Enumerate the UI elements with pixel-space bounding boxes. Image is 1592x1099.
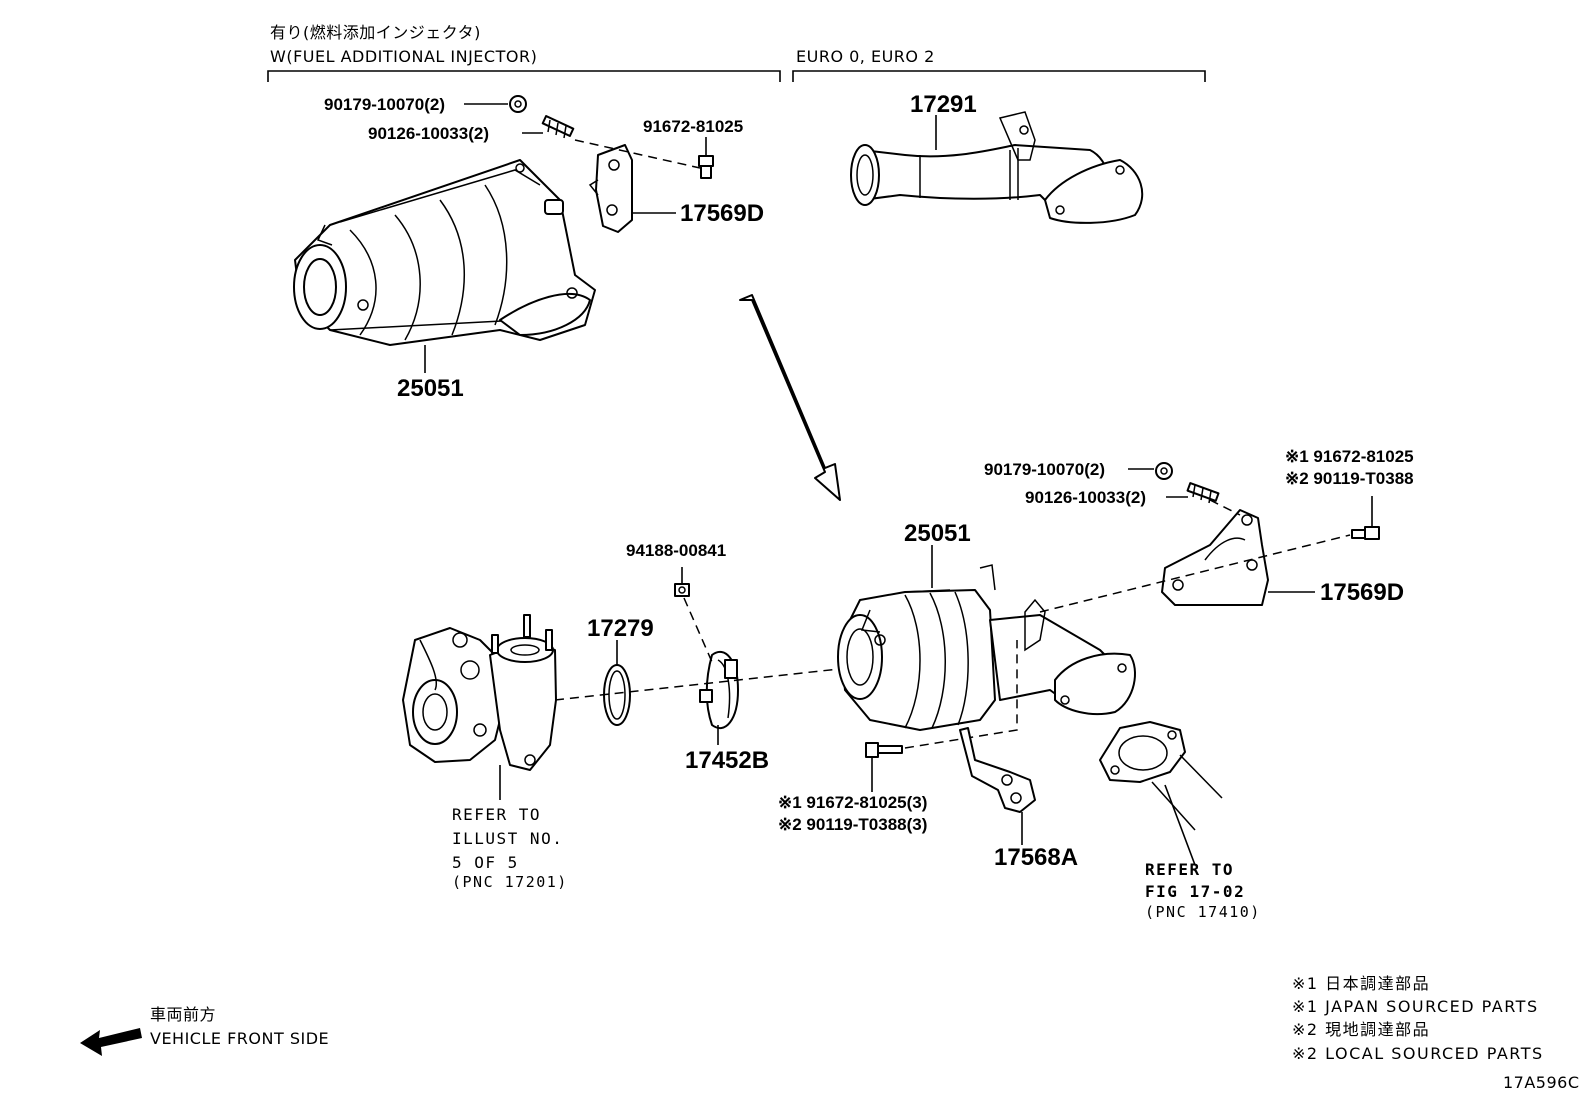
pipe-ref-line3: (PNC 17410) [1145, 903, 1261, 921]
label-bottom-stud: 90126-10033(2) [1025, 488, 1146, 507]
turbo-ref-line1: REFER TO [452, 805, 541, 824]
lower-bolt-drawing [865, 742, 903, 758]
clamp-drawing [699, 650, 739, 730]
note-1-en: ※1 JAPAN SOURCED PARTS [1292, 997, 1539, 1016]
note-2-en: ※2 LOCAL SOURCED PARTS [1292, 1044, 1544, 1063]
bottom-nut-drawing [1155, 462, 1173, 480]
header-bracket-right [792, 70, 1206, 82]
pipe-ref-line1: REFER TO [1145, 860, 1234, 879]
turbo-drawing [402, 614, 557, 771]
label-bottom-bolt-opt2: ※2 90119-T0388 [1285, 469, 1414, 488]
header-left-en: W(FUEL ADDITIONAL INJECTOR) [270, 47, 537, 66]
header-left-jp: 有り(燃料添加インジェクタ) [270, 23, 481, 42]
label-bottom-bolt-opt1: ※1 91672-81025 [1285, 447, 1414, 466]
front-label-en: VEHICLE FRONT SIDE [150, 1029, 329, 1048]
front-arrow-icon [80, 1028, 142, 1056]
label-clamp-nut: 94188-00841 [626, 541, 726, 560]
label-clamp: 17452B [685, 747, 769, 774]
front-label-jp: 車両前方 [150, 1005, 216, 1024]
figure-code: 17A596C [1503, 1073, 1580, 1092]
lower-bolt-dash [904, 640, 1018, 749]
gasket-ring-drawing [603, 664, 631, 726]
top-bolt-drawing [698, 155, 714, 179]
stay-drawing [959, 727, 1036, 813]
label-bottom-nut: 90179-10070(2) [984, 460, 1105, 479]
bottom-stud-drawing [1186, 482, 1220, 504]
top-converter-drawing [293, 159, 596, 346]
label-stay: 17568A [994, 844, 1078, 871]
label-lower-bolt-opt1: ※1 91672-81025(3) [778, 793, 927, 812]
bottom-stud-dash [1209, 499, 1241, 516]
label-top-bolt: 91672-81025 [643, 117, 743, 136]
label-bottom-bracket: 17569D [1320, 579, 1404, 606]
top-nut-drawing [509, 95, 527, 113]
centerline-dash [554, 667, 849, 701]
label-bottom-converter: 25051 [904, 520, 971, 547]
turbo-ref-line3: 5 OF 5 [452, 853, 519, 872]
pipe-gasket-leader [1164, 784, 1196, 866]
note-1-jp: ※1 日本調達部品 [1292, 974, 1430, 993]
pipe-ref-line2: FIG 17-02 [1145, 882, 1245, 901]
clamp-nut-dash [683, 597, 713, 663]
label-lower-bolt-opt2: ※2 90119-T0388(3) [778, 815, 927, 834]
bottom-converter-drawing [837, 564, 1136, 731]
bottom-bracket-drawing [1161, 509, 1269, 606]
top-bracket-drawing [588, 144, 633, 233]
top-stud-drawing [541, 115, 575, 139]
label-top-stud: 90126-10033(2) [368, 124, 489, 143]
direction-arrow [739, 294, 841, 501]
bracket-dash-line [1039, 534, 1351, 613]
note-2-jp: ※2 現地調達部品 [1292, 1020, 1430, 1039]
top-dash-line [574, 139, 701, 169]
label-top-converter: 25051 [397, 375, 464, 402]
label-top-bracket: 17569D [680, 200, 764, 227]
turbo-ref-line4: (PNC 17201) [452, 873, 568, 891]
top-pipe-drawing [850, 111, 1144, 224]
label-gasket: 17279 [587, 615, 654, 642]
header-right: EURO 0, EURO 2 [796, 47, 935, 66]
bottom-bolt-drawing [1351, 526, 1380, 540]
pipe-gasket-drawing [1099, 721, 1223, 831]
label-pipe: 17291 [910, 91, 977, 118]
turbo-ref-line2: ILLUST NO. [452, 829, 563, 848]
header-bracket-left [267, 70, 781, 82]
clamp-nut-drawing [674, 583, 690, 597]
label-top-nut: 90179-10070(2) [324, 95, 445, 114]
